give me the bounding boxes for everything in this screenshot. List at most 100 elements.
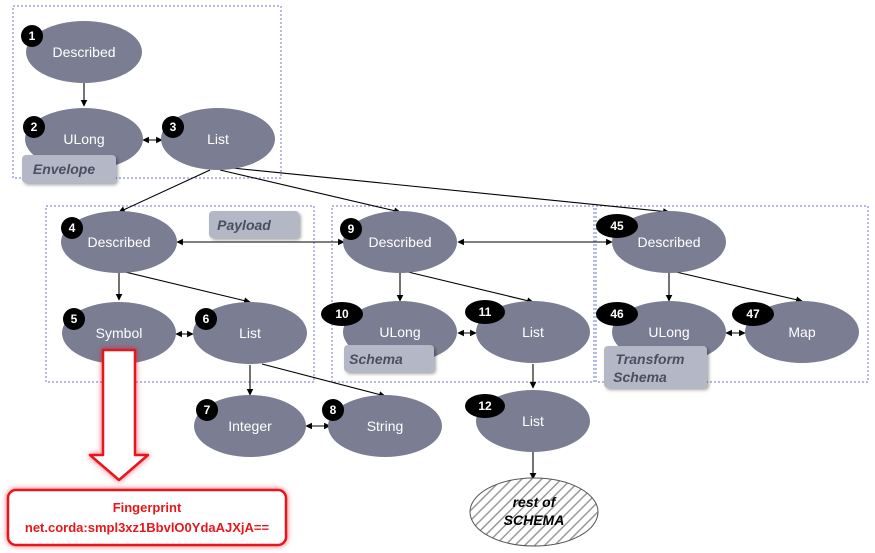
node-2: ULong 2 xyxy=(23,108,143,170)
node-5: Symbol 5 xyxy=(62,302,176,364)
node-5-label: Symbol xyxy=(96,325,143,341)
payload-group-box xyxy=(45,205,315,383)
node-4-number: 4 xyxy=(69,221,76,235)
rest-of-schema-shape xyxy=(469,477,599,547)
envelope-label-tab: Envelope xyxy=(22,155,116,183)
transform-schema-label-tab: Transform Schema xyxy=(604,346,707,388)
node-11-shape xyxy=(476,301,590,363)
edge-3-45 xyxy=(231,167,670,215)
envelope-group-box xyxy=(12,5,282,179)
node-9: Described 9 xyxy=(340,211,457,273)
node-9-label: Described xyxy=(368,234,431,250)
node-4-badge xyxy=(61,217,83,239)
node-9-badge xyxy=(340,218,362,240)
node-3-label: List xyxy=(207,131,229,147)
node-10-label: ULong xyxy=(379,324,420,340)
node-3-badge xyxy=(162,116,184,138)
node-6-shape xyxy=(193,302,307,364)
node-46-number: 46 xyxy=(610,307,624,321)
node-1-number: 1 xyxy=(29,29,36,43)
node-5-badge xyxy=(63,308,85,330)
node-5-number: 5 xyxy=(71,312,78,326)
envelope-label: Envelope xyxy=(33,161,95,177)
node-8-shape xyxy=(328,395,442,457)
node-3: List 3 xyxy=(161,108,275,170)
node-3-shape xyxy=(161,108,275,170)
node-7-label: Integer xyxy=(228,418,272,434)
node-12-badge xyxy=(465,394,505,418)
edge-3-9 xyxy=(219,169,401,214)
node-5-shape xyxy=(62,302,176,364)
node-2-label: ULong xyxy=(63,131,104,147)
node-9-number: 9 xyxy=(348,222,355,236)
node-8-label: String xyxy=(367,418,404,434)
node-11: List 11 xyxy=(465,300,590,363)
schema-label-bg xyxy=(344,345,434,372)
fingerprint-arrow-shape xyxy=(88,348,150,482)
schema-label: Schema xyxy=(349,351,403,367)
node-6-number: 6 xyxy=(203,312,210,326)
node-7-badge xyxy=(196,399,218,421)
fingerprint-box-bg xyxy=(6,488,288,547)
node-45-number: 45 xyxy=(610,219,624,233)
node-4-shape xyxy=(61,211,177,273)
node-46-label: ULong xyxy=(648,324,689,340)
node-7-shape xyxy=(194,395,306,457)
envelope-label-bg xyxy=(22,155,116,183)
node-1: Described 1 xyxy=(21,21,142,83)
node-45-badge xyxy=(596,214,638,238)
node-1-label: Described xyxy=(52,44,115,60)
transform-schema-label-line1: Transform xyxy=(616,351,685,367)
rest-of-schema-node: rest of SCHEMA xyxy=(469,477,599,547)
node-2-number: 2 xyxy=(31,120,38,134)
fingerprint-arrow xyxy=(88,348,150,482)
node-47: Map 47 xyxy=(732,301,859,363)
node-47-label: Map xyxy=(788,324,815,340)
transform-schema-label-bg xyxy=(604,346,707,388)
node-45: Described 45 xyxy=(596,211,726,273)
edge-3-4 xyxy=(118,169,211,213)
node-8-number: 8 xyxy=(330,403,337,417)
edge-4-6 xyxy=(124,271,251,304)
node-12-number: 12 xyxy=(478,399,492,413)
node-1-badge xyxy=(21,25,43,47)
node-6-badge xyxy=(195,308,217,330)
node-11-badge xyxy=(465,300,505,324)
payload-label: Payload xyxy=(217,217,271,233)
node-45-label: Described xyxy=(637,234,700,250)
node-6-label: List xyxy=(239,325,261,341)
node-11-label: List xyxy=(522,324,544,340)
node-11-number: 11 xyxy=(479,305,492,319)
fingerprint-box: Fingerprint net.corda:smpl3xz1BbvlO0YdaA… xyxy=(6,488,288,547)
fingerprint-value: net.corda:smpl3xz1BbvlO0YdaAJXjA== xyxy=(25,520,270,535)
node-47-badge xyxy=(732,302,774,326)
rest-of-schema-line2: SCHEMA xyxy=(504,512,565,528)
edge-45-47 xyxy=(675,271,803,303)
schema-group-box xyxy=(331,205,595,383)
node-6: List 6 xyxy=(193,302,307,364)
node-10-number: 10 xyxy=(335,307,349,321)
edge-9-11 xyxy=(407,271,534,304)
fingerprint-title: Fingerprint xyxy=(113,500,182,515)
node-10-badge xyxy=(321,302,363,326)
node-7: Integer 7 xyxy=(194,395,306,457)
edge-6-8 xyxy=(261,363,386,398)
node-7-number: 7 xyxy=(204,403,211,417)
schema-label-tab: Schema xyxy=(344,345,434,372)
node-3-number: 3 xyxy=(170,120,177,134)
node-2-shape xyxy=(25,108,143,170)
payload-label-tab: Payload xyxy=(209,211,299,238)
node-47-number: 47 xyxy=(746,307,760,321)
node-12: List 12 xyxy=(465,390,590,452)
node-4: Described 4 xyxy=(61,211,177,273)
node-8: String 8 xyxy=(322,395,442,457)
transform-schema-group-box xyxy=(595,205,869,383)
node-1-shape xyxy=(26,21,142,83)
node-4-label: Described xyxy=(87,234,150,250)
rest-of-schema-line1: rest of xyxy=(513,494,557,510)
payload-label-bg xyxy=(209,211,299,238)
node-45-shape xyxy=(612,211,726,273)
node-12-label: List xyxy=(522,413,544,429)
node-8-badge xyxy=(322,399,344,421)
